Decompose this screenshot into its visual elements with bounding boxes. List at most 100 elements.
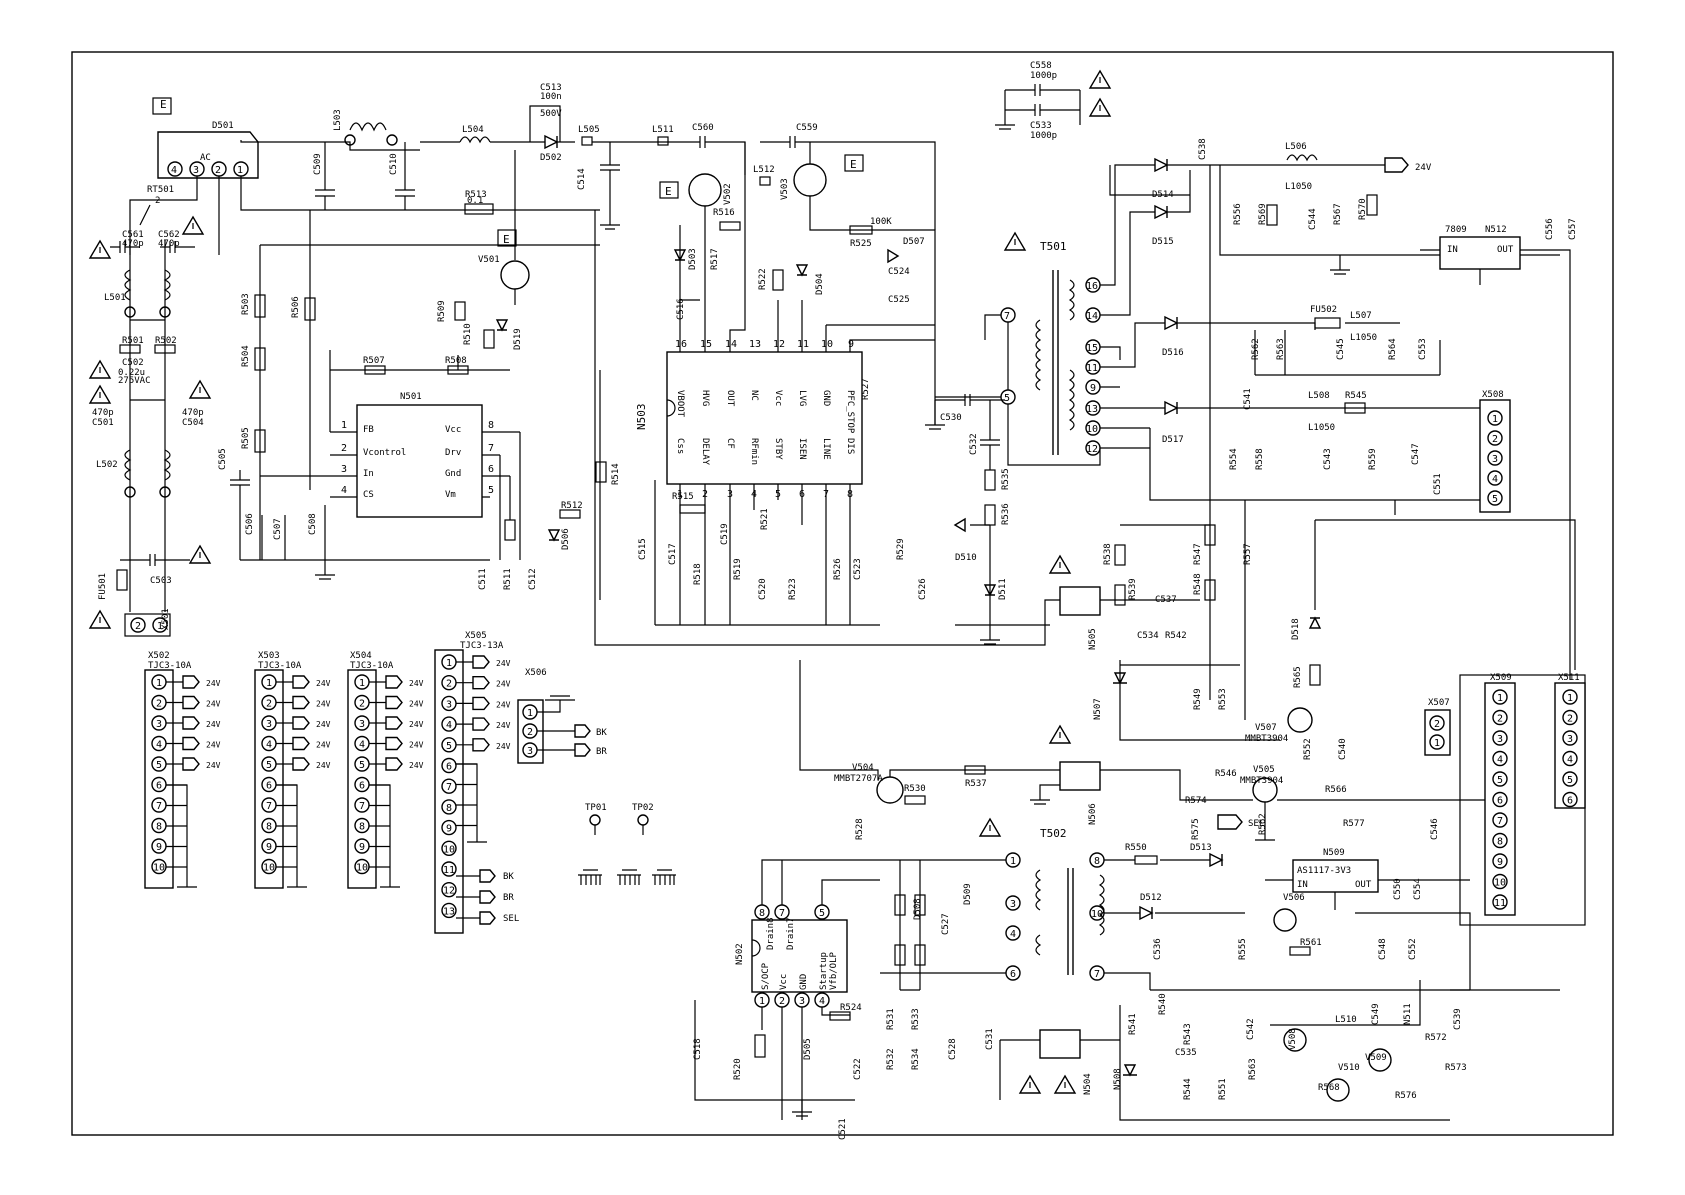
svg-text:C518: C518 xyxy=(693,1038,703,1060)
svg-text:Startup: Startup xyxy=(819,952,829,990)
connector-pin xyxy=(1562,689,1578,705)
connector-pin-number: 4 xyxy=(266,740,272,751)
n501-ic xyxy=(356,404,483,518)
connector-pin-number: 5 xyxy=(156,760,162,771)
svg-text:R527: R527 xyxy=(861,378,871,400)
svg-text:Vcontrol: Vcontrol xyxy=(363,448,406,458)
svg-text:R531: R531 xyxy=(886,1008,896,1030)
svg-text:IN: IN xyxy=(1297,880,1308,890)
svg-text:10: 10 xyxy=(1086,424,1098,435)
connector-pin-number: 6 xyxy=(359,781,365,792)
connector-pin-number: 5 xyxy=(266,760,272,771)
rail-label: 24V xyxy=(409,761,424,770)
svg-text:2: 2 xyxy=(779,996,785,1007)
connector-pin xyxy=(441,861,457,877)
connector-pin-number: 4 xyxy=(446,720,452,731)
connector-pin-number: 7 xyxy=(446,782,452,793)
svg-text:2: 2 xyxy=(155,196,160,206)
svg-text:R518: R518 xyxy=(693,563,703,585)
warning-icon xyxy=(188,544,212,564)
svg-text:R569: R569 xyxy=(1258,203,1268,225)
svg-text:D512: D512 xyxy=(1140,893,1162,903)
svg-text:R561: R561 xyxy=(1300,938,1322,948)
svg-text:1000p: 1000p xyxy=(1030,131,1057,141)
x504-connector: X504 TJC3-10A xyxy=(347,651,394,889)
svg-text:L502: L502 xyxy=(96,460,118,470)
svg-text:LVG: LVG xyxy=(797,390,807,406)
rail-label: 24V xyxy=(409,679,424,688)
svg-text:R568: R568 xyxy=(1318,1083,1340,1093)
svg-text:R574: R574 xyxy=(1185,796,1207,806)
svg-text:V508: V508 xyxy=(1288,1028,1298,1050)
connector-pin-number: 5 xyxy=(446,741,452,752)
svg-text:R563: R563 xyxy=(1248,1058,1258,1080)
svg-text:L1050: L1050 xyxy=(1308,423,1335,433)
svg-text:9: 9 xyxy=(1090,383,1096,394)
svg-text:MMBT2707A: MMBT2707A xyxy=(834,774,883,784)
warning-icon xyxy=(88,239,112,259)
svg-text:C536: C536 xyxy=(1153,938,1163,960)
svg-text:2: 2 xyxy=(215,165,221,176)
svg-text:500V: 500V xyxy=(540,109,562,119)
connector-pin xyxy=(1487,410,1503,426)
svg-text:R550: R550 xyxy=(1125,843,1147,853)
connector-pin xyxy=(441,819,457,836)
svg-text:7809: 7809 xyxy=(1445,225,1467,235)
svg-text:C542: C542 xyxy=(1246,1018,1256,1040)
svg-text:V504: V504 xyxy=(852,763,874,773)
svg-text:R505: R505 xyxy=(241,427,251,449)
svg-text:C519: C519 xyxy=(720,523,730,545)
n503-ic xyxy=(666,351,863,485)
svg-text:D517: D517 xyxy=(1162,435,1184,445)
svg-text:R520: R520 xyxy=(733,1058,743,1080)
svg-text:C556: C556 xyxy=(1545,218,1555,240)
svg-text:10: 10 xyxy=(821,339,833,350)
svg-text:L501: L501 xyxy=(104,293,126,303)
warning-icon xyxy=(1048,554,1072,574)
svg-text:N508: N508 xyxy=(1113,1068,1123,1090)
connector-pin-number: 3 xyxy=(359,719,365,730)
x506-connector: X506 1 2 3 BK BR xyxy=(517,668,607,764)
svg-text:R506: R506 xyxy=(291,296,301,318)
n501-label: N501 xyxy=(400,392,422,402)
t501-label: T501 xyxy=(1040,240,1067,253)
svg-text:C515: C515 xyxy=(638,538,648,560)
connector-pin xyxy=(1492,812,1508,828)
rail-label: 24V xyxy=(409,720,424,729)
connector-pin-number: 6 xyxy=(446,762,452,773)
svg-text:9: 9 xyxy=(848,339,854,350)
connector-pin-number: 2 xyxy=(266,699,272,710)
svg-text:R551: R551 xyxy=(1218,1078,1228,1100)
svg-text:SEL: SEL xyxy=(503,914,519,924)
connector-pin-number: 4 xyxy=(1497,755,1503,766)
svg-text:C513: C513 xyxy=(540,83,562,93)
connector-pin-number: 4 xyxy=(156,740,162,751)
svg-text:Gnd: Gnd xyxy=(445,469,461,479)
svg-text:C509: C509 xyxy=(313,153,323,175)
svg-text:D506: D506 xyxy=(561,528,571,550)
svg-text:C524: C524 xyxy=(888,267,910,277)
connector-pin-number: 8 xyxy=(446,803,452,814)
connector-pin xyxy=(441,778,457,794)
svg-text:C533: C533 xyxy=(1030,121,1052,131)
svg-text:V501: V501 xyxy=(478,255,500,265)
connector-pin-number: 3 xyxy=(1492,454,1498,465)
svg-text:V502: V502 xyxy=(723,183,733,205)
x507-connector xyxy=(1424,709,1451,756)
connector-pin-number: 2 xyxy=(446,679,452,690)
warning-icon xyxy=(188,379,212,399)
connector-pin-number: 2 xyxy=(1492,434,1498,445)
svg-text:8: 8 xyxy=(488,420,494,431)
svg-text:C527: C527 xyxy=(941,913,951,935)
svg-text:12: 12 xyxy=(773,339,785,350)
svg-text:0.22u: 0.22u xyxy=(118,368,145,378)
svg-text:2: 2 xyxy=(341,443,347,454)
svg-text:FB: FB xyxy=(363,425,374,435)
svg-text:3: 3 xyxy=(799,996,805,1007)
svg-text:D507: D507 xyxy=(903,237,925,247)
d501-pins: 4 3 2 1 xyxy=(167,161,249,177)
svg-text:C528: C528 xyxy=(948,1038,958,1060)
svg-text:AS1117-3V3: AS1117-3V3 xyxy=(1297,866,1351,876)
